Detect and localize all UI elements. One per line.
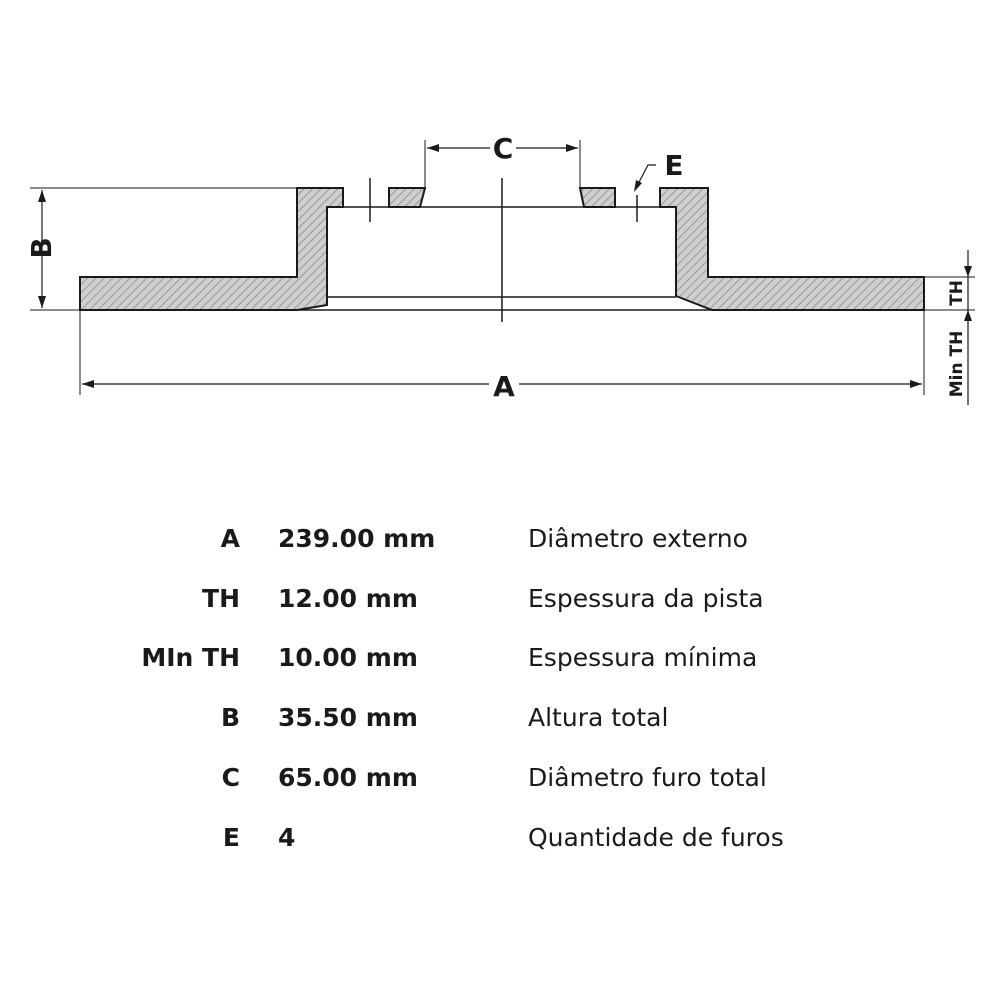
brake-disc-section-drawing: B C E A TH Min TH <box>25 130 975 405</box>
spec-code: TH <box>202 584 240 613</box>
spec-row-c: C 65.00 mm Diâmetro furo total <box>0 749 1000 809</box>
spec-code: C <box>221 763 240 792</box>
label-b: B <box>25 237 58 258</box>
c-arrow-left <box>427 144 439 152</box>
spec-value: 10.00 mm <box>278 643 418 672</box>
spec-code: E <box>222 823 240 852</box>
disc-section-right <box>659 187 925 311</box>
spec-description: Diâmetro furo total <box>528 763 767 792</box>
spec-value: 4 <box>278 823 296 852</box>
label-e: E <box>664 149 683 182</box>
label-th: TH <box>947 280 967 306</box>
label-min-th: Min TH <box>947 331 967 398</box>
spec-value: 12.00 mm <box>278 584 418 613</box>
spec-description: Altura total <box>528 703 669 732</box>
th-arrow-bottom <box>964 310 972 321</box>
spec-description: Espessura mínima <box>528 643 758 672</box>
b-arrow-top <box>38 190 46 202</box>
c-arrow-right <box>566 144 578 152</box>
spec-row-b: B 35.50 mm Altura total <box>0 689 1000 749</box>
spec-row-th: TH 12.00 mm Espessura da pista <box>0 570 1000 630</box>
label-a: A <box>493 370 515 403</box>
spec-row-a: A 239.00 mm Diâmetro externo <box>0 510 1000 570</box>
label-c: C <box>493 132 514 165</box>
spec-code: MIn TH <box>141 643 240 672</box>
spec-value: 65.00 mm <box>278 763 418 792</box>
a-arrow-left <box>82 380 94 388</box>
spec-description: Diâmetro externo <box>528 524 748 553</box>
th-arrow-top <box>964 266 972 277</box>
disc-section-left <box>79 187 344 311</box>
a-arrow-right <box>910 380 922 388</box>
spec-value: 35.50 mm <box>278 703 418 732</box>
b-arrow-bottom <box>38 296 46 308</box>
hub-flange-right <box>578 187 616 208</box>
spec-value: 239.00 mm <box>278 524 436 553</box>
e-leader-arrow <box>634 180 642 192</box>
spec-code: A <box>220 524 240 553</box>
spec-code: B <box>220 703 240 732</box>
e-leader <box>635 164 656 189</box>
spec-description: Quantidade de furos <box>528 823 784 852</box>
spec-row-e: E 4 Quantidade de furos <box>0 809 1000 869</box>
spec-description: Espessura da pista <box>528 584 764 613</box>
spec-row-min-th: MIn TH 10.00 mm Espessura mínima <box>0 629 1000 689</box>
hub-flange-left <box>388 187 427 208</box>
